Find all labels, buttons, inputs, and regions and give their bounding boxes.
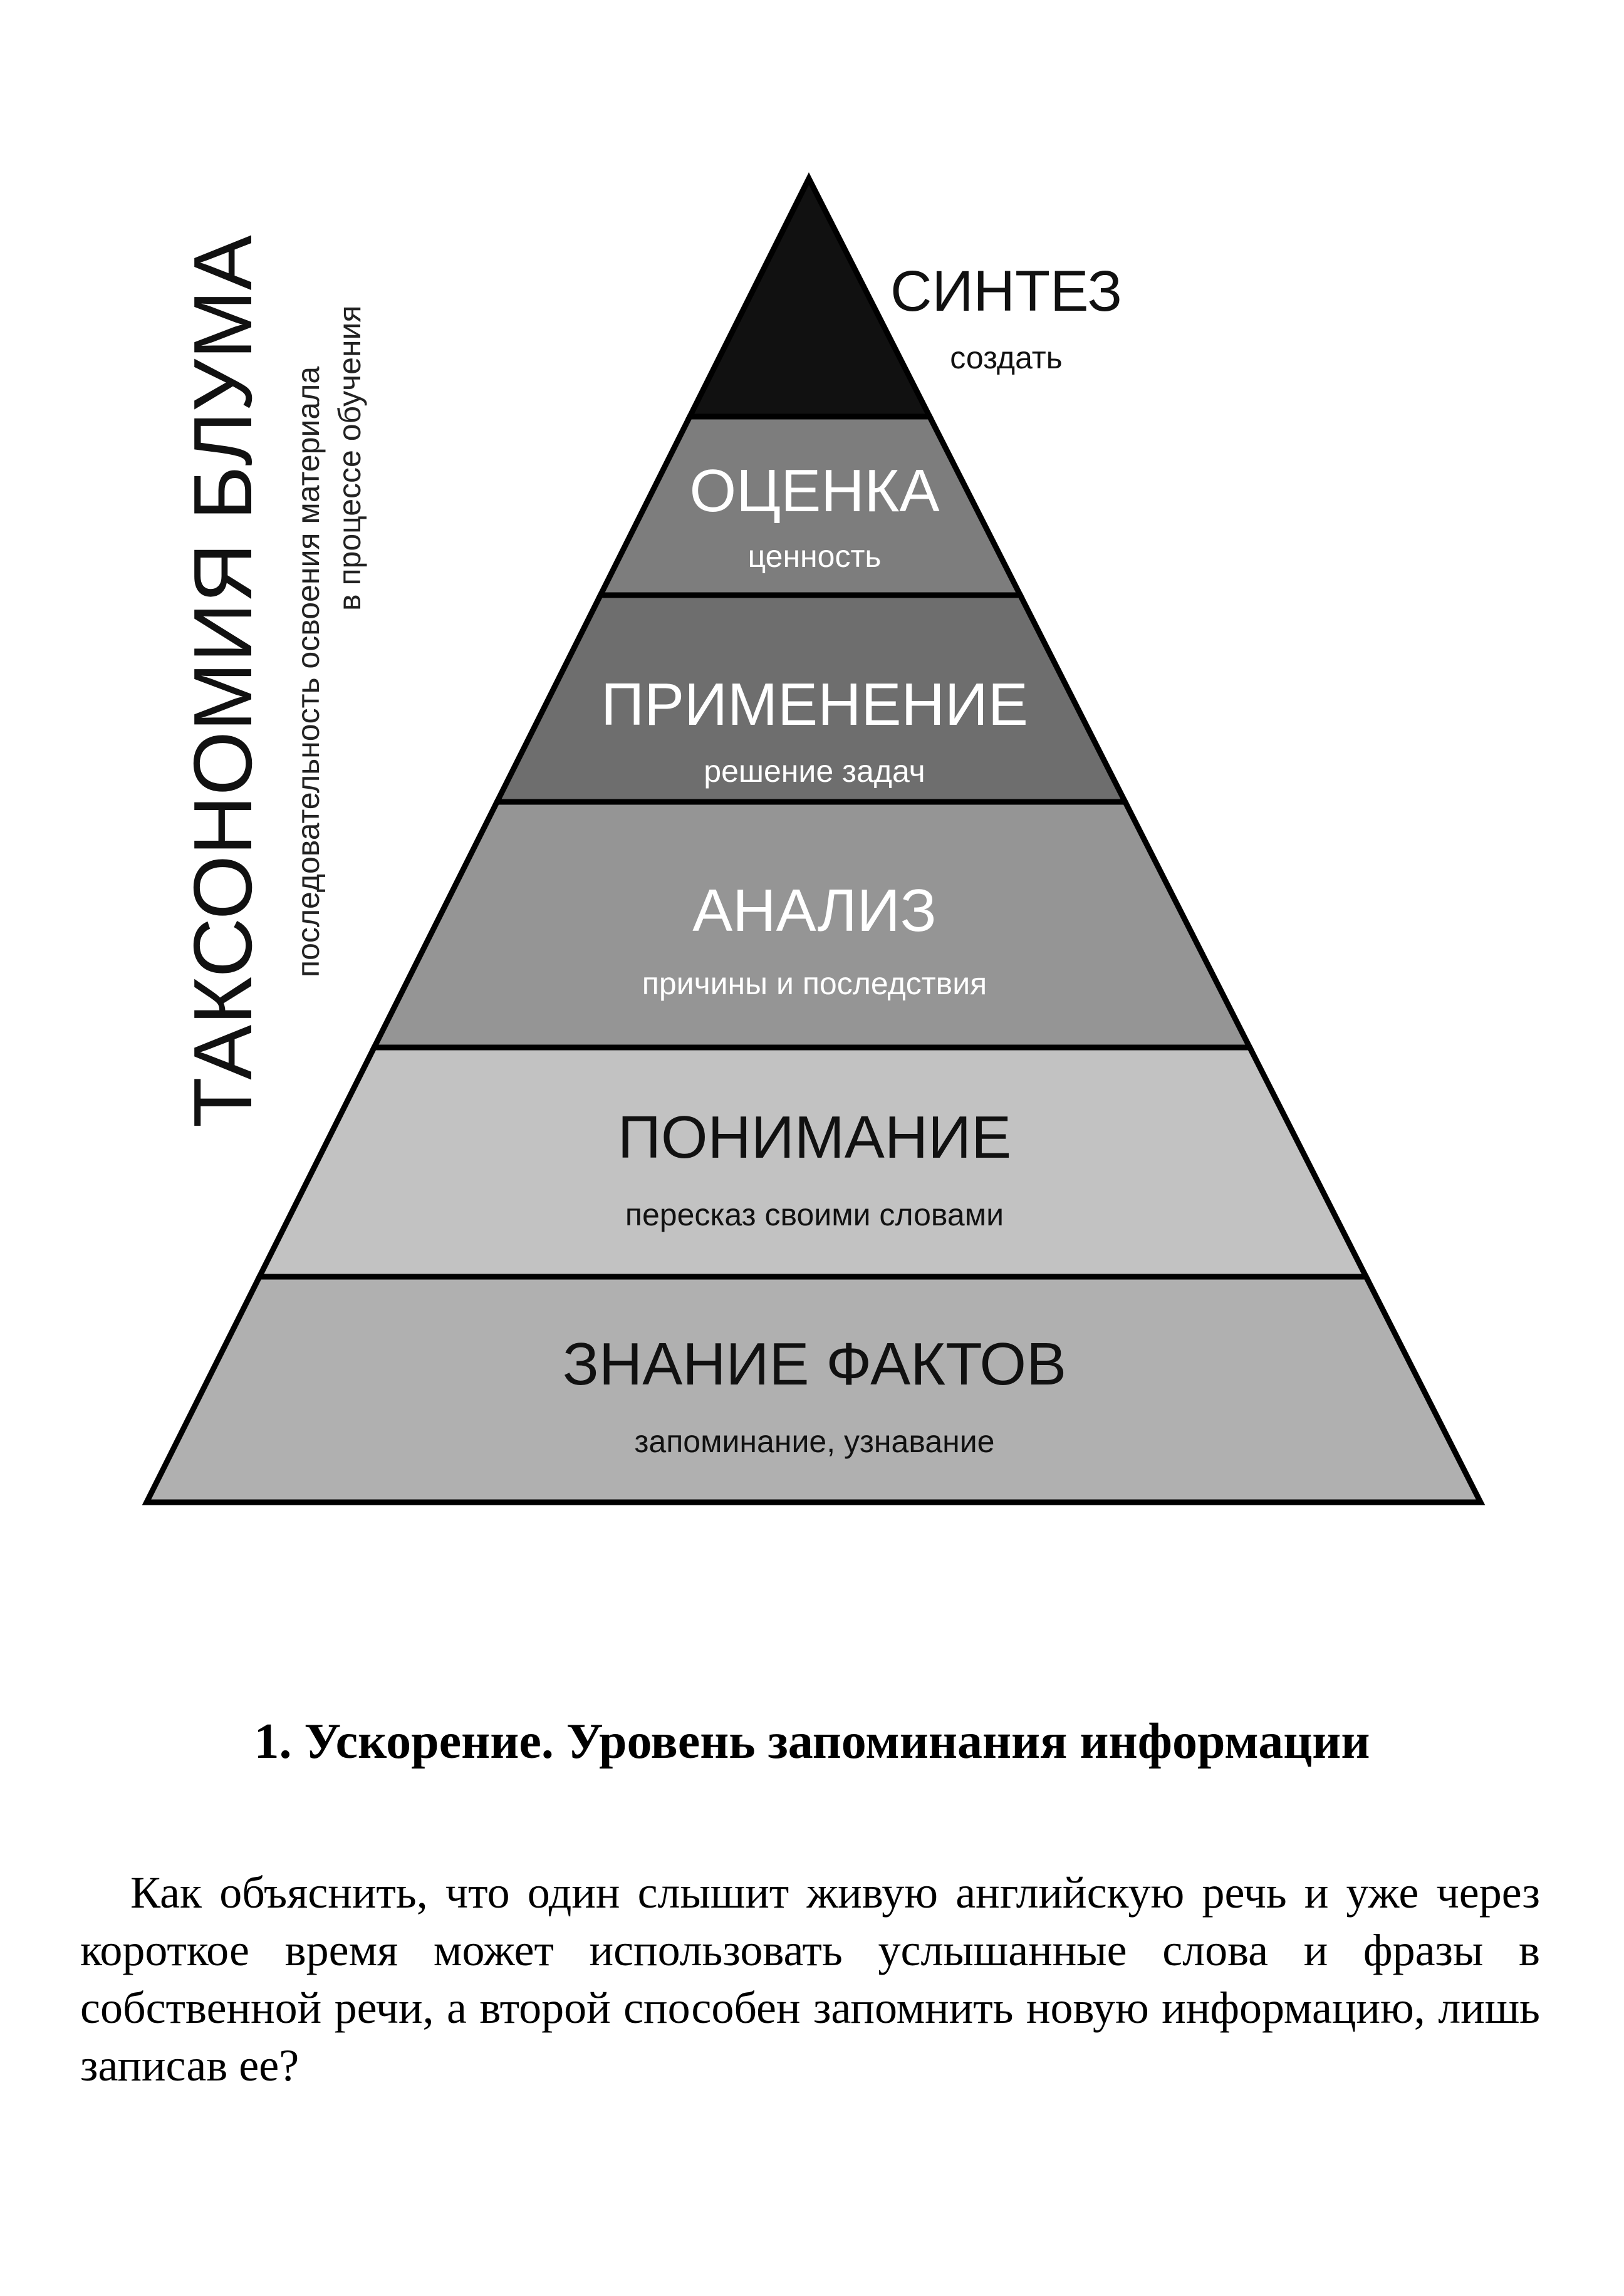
section-heading: 1. Ускорение. Уровень запоминания информ… bbox=[254, 1714, 1370, 1769]
level-subtitle-evaluation: ценность bbox=[748, 539, 882, 574]
level-title-comprehension: ПОНИМАНИЕ bbox=[618, 1104, 1011, 1171]
level-title-synthesis: СИНТЕЗ bbox=[890, 259, 1122, 323]
level-subtitle-application: решение задач bbox=[704, 754, 925, 789]
diagram-subtitle-line2: в процессе обучения bbox=[332, 305, 367, 611]
pyramid-level-knowledge bbox=[142, 1274, 1486, 1505]
body-paragraph: Как объяснить, что один слышит живую анг… bbox=[80, 1867, 1540, 2091]
level-title-knowledge: ЗНАНИЕ ФАКТОВ bbox=[563, 1331, 1066, 1398]
level-subtitle-synthesis: создать bbox=[950, 340, 1062, 375]
level-title-evaluation: ОЦЕНКА bbox=[690, 457, 940, 524]
level-title-analysis: АНАЛИЗ bbox=[692, 877, 936, 944]
diagram-title: ТАКСОНОМИЯ БЛУМА bbox=[177, 235, 269, 1128]
level-title-application: ПРИМЕНЕНИЕ bbox=[601, 671, 1028, 738]
level-subtitle-analysis: причины и последствия bbox=[642, 966, 987, 1001]
level-subtitle-knowledge: запоминание, узнавание bbox=[635, 1424, 995, 1459]
diagram-subtitle-line1: последовательность освоения материала bbox=[291, 366, 326, 977]
level-subtitle-comprehension: пересказ своими словами bbox=[625, 1197, 1004, 1232]
